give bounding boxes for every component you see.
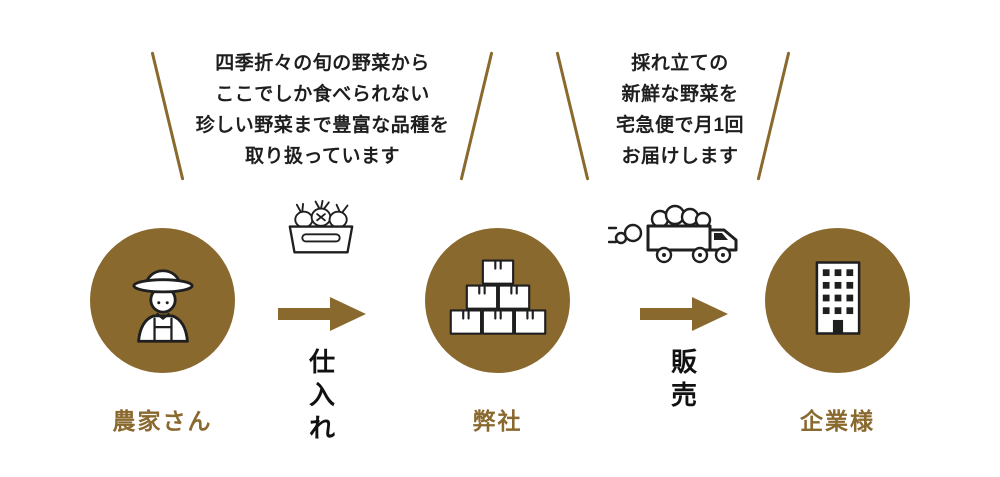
stage-circle-farmer bbox=[90, 228, 235, 373]
stage-label-company: 弊社 bbox=[472, 408, 523, 434]
sales-arrow-icon bbox=[640, 297, 728, 331]
stage-label-client: 企業様 bbox=[800, 408, 875, 434]
delivery-truck-icon bbox=[607, 202, 748, 273]
callout-line: 取り扱っています bbox=[244, 146, 401, 167]
callout-line: 宅急便で月1回 bbox=[615, 115, 745, 136]
callout-line: 珍しい野菜まで豊富な品種を bbox=[195, 115, 450, 136]
step-label-sales: 販売 bbox=[670, 347, 697, 410]
callout-line: ここでしか食べられない bbox=[215, 84, 430, 105]
callout-delivery-note: 採れ立ての 新鮮な野菜を 宅急便で月1回 お届けします bbox=[565, 48, 795, 172]
callout-procurement-note: 四季折々の旬の野菜から ここでしか食べられない 珍しい野菜まで豊富な品種を 取り… bbox=[175, 48, 470, 172]
stage-circle-client bbox=[765, 228, 910, 373]
stage-circle-company bbox=[425, 228, 570, 373]
procurement-arrow-icon bbox=[278, 297, 366, 331]
callout-line: お届けします bbox=[621, 146, 739, 167]
stage-label-farmer: 農家さん bbox=[112, 408, 213, 434]
callout-line: 四季折々の旬の野菜から bbox=[215, 53, 430, 74]
farmer-icon bbox=[116, 248, 210, 353]
office-building-icon bbox=[800, 255, 876, 346]
callout-line: 新鮮な野菜を bbox=[621, 84, 739, 105]
stacked-boxes-icon bbox=[448, 257, 548, 344]
callout-line: 採れ立ての bbox=[631, 53, 729, 74]
vegetable-crate-icon bbox=[282, 194, 360, 261]
step-label-procurement: 仕入れ bbox=[308, 347, 335, 443]
